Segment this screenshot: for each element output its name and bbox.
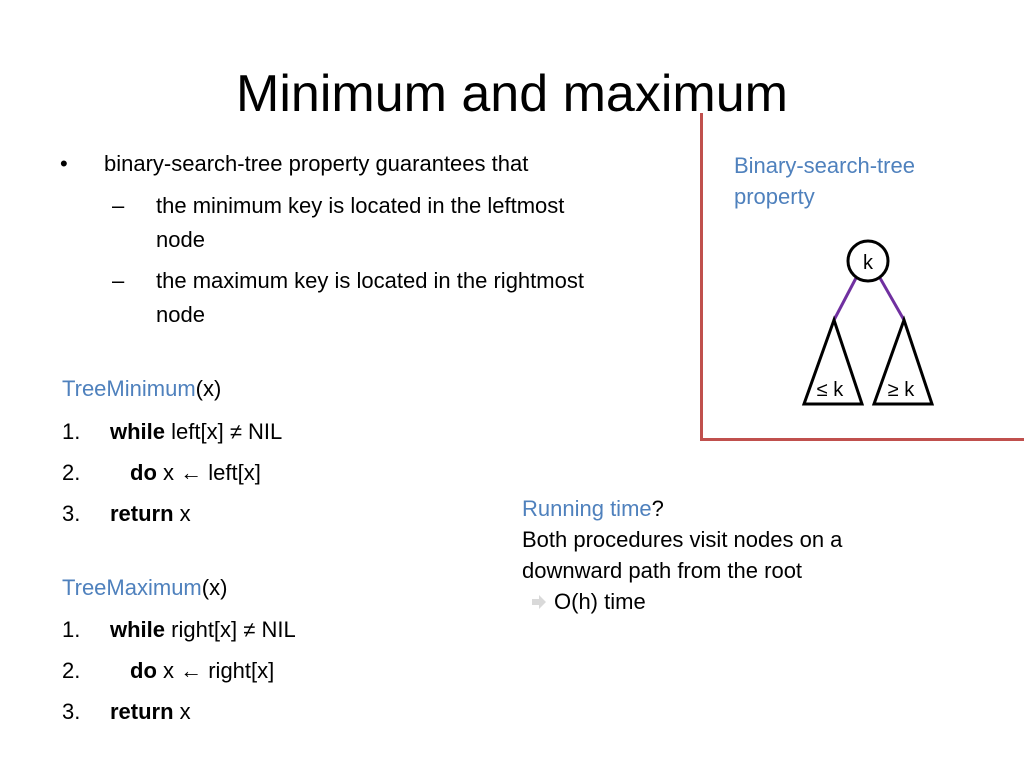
code-line: return x bbox=[110, 500, 191, 528]
sub-bullet-min-line1: the minimum key is located in the leftmo… bbox=[156, 193, 565, 218]
code-line: do x ← right[x] bbox=[130, 657, 274, 685]
slide-title: Minimum and maximum bbox=[236, 65, 788, 123]
tree-minimum-signature: TreeMinimum(x) bbox=[62, 375, 221, 403]
code-keyword: while bbox=[110, 419, 166, 444]
sub-bullet-min-line2: node bbox=[156, 227, 205, 252]
code-line: return x bbox=[110, 698, 191, 726]
left-edge bbox=[832, 277, 858, 321]
code-rest: right[x] ≠ NIL bbox=[165, 617, 296, 642]
code-rest: x bbox=[173, 699, 191, 724]
code-rest: left[x] ≠ NIL bbox=[165, 419, 283, 444]
tree-maximum-name: TreeMaximum bbox=[62, 575, 202, 600]
root-node bbox=[846, 239, 890, 283]
code-line-number: 2. bbox=[62, 460, 81, 485]
running-time-line1: Both procedures visit nodes on a bbox=[522, 527, 843, 552]
code-line-number: 1. bbox=[62, 419, 81, 444]
code-keyword: do bbox=[130, 460, 157, 485]
tree-maximum-params: (x) bbox=[201, 575, 228, 600]
bst-property-frame bbox=[700, 113, 1024, 441]
code-line-number: 3. bbox=[62, 699, 81, 724]
bst-property-label-line1: Binary-search-tree bbox=[734, 153, 915, 178]
sub-bullet-max-line2: node bbox=[156, 302, 205, 327]
right-edge bbox=[878, 277, 906, 321]
right-subtree bbox=[871, 315, 935, 406]
bst-diagram: k ≤ k ≥ k bbox=[801, 239, 935, 406]
bullet-marker: • bbox=[60, 151, 68, 176]
tree-maximum-signature: TreeMaximum(x) bbox=[62, 574, 227, 602]
code-rest: x bbox=[173, 501, 191, 526]
code-rest: x ← right[x] bbox=[156, 658, 275, 683]
running-time-heading: Running time? bbox=[522, 493, 664, 524]
code-line-number: 3. bbox=[62, 501, 81, 526]
code-keyword: do bbox=[130, 658, 157, 683]
code-line: while right[x] ≠ NIL bbox=[110, 616, 296, 644]
code-line-number: 1. bbox=[62, 617, 81, 642]
code-keyword: return bbox=[110, 501, 174, 526]
sub-bullet-max-line1: the maximum key is located in the rightm… bbox=[156, 268, 584, 293]
code-keyword: return bbox=[110, 699, 174, 724]
bst-property-label-line2: property bbox=[734, 184, 815, 209]
root-node-label: k bbox=[863, 252, 874, 274]
left-subtree-label: ≤ k bbox=[817, 379, 845, 401]
code-rest: x ← left[x] bbox=[156, 460, 261, 485]
tree-minimum-name: TreeMinimum bbox=[62, 376, 196, 401]
left-subtree bbox=[801, 315, 865, 406]
running-time-heading-suffix: ? bbox=[651, 496, 664, 521]
code-line: while left[x] ≠ NIL bbox=[110, 418, 282, 446]
right-subtree-label: ≥ k bbox=[888, 379, 916, 401]
tree-minimum-params: (x) bbox=[195, 376, 222, 401]
running-time-line2: downward path from the root bbox=[522, 558, 803, 583]
code-line: do x ← left[x] bbox=[130, 459, 261, 487]
running-time-heading-text: Running time bbox=[522, 496, 652, 521]
bst-property-label: Binary-search-tree property bbox=[734, 150, 915, 212]
code-line-number: 2. bbox=[62, 658, 81, 683]
arrow-right-icon bbox=[532, 595, 546, 609]
code-keyword: while bbox=[110, 617, 166, 642]
running-time-conclusion-text: O(h) time bbox=[554, 589, 646, 614]
running-time-conclusion: O(h) time bbox=[532, 586, 646, 617]
sub-bullet-marker: – bbox=[112, 193, 125, 218]
sub-bullet-marker: – bbox=[112, 268, 125, 293]
bullet-main: binary-search-tree property guarantees t… bbox=[104, 151, 529, 176]
